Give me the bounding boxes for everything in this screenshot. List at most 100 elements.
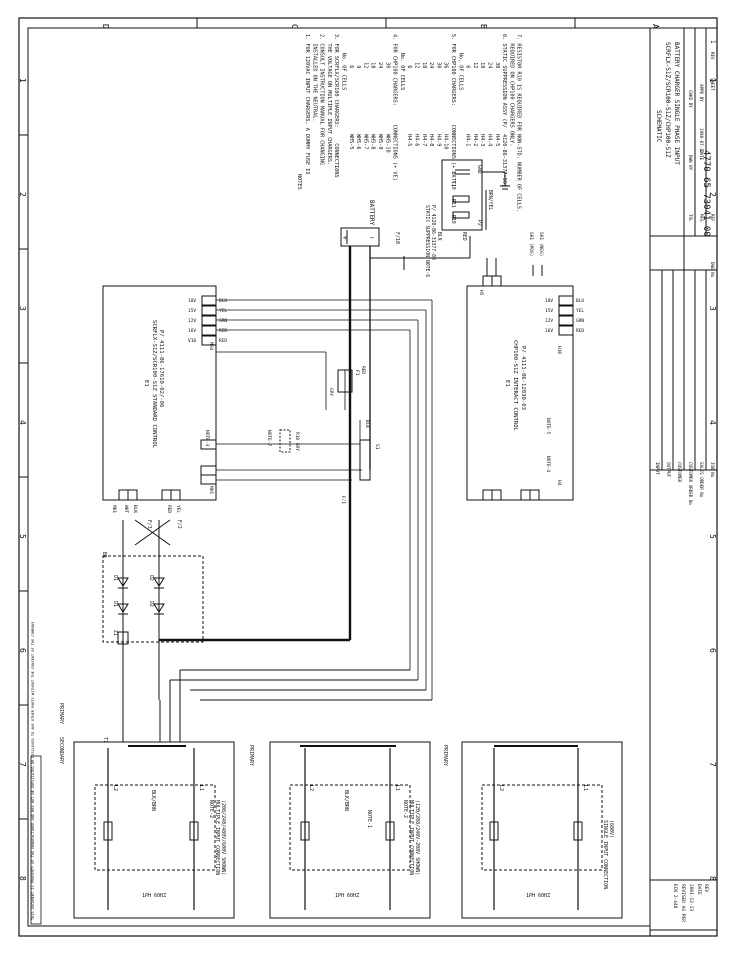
svg-text:1: 1 — [708, 78, 717, 83]
proprietary-notice: THIS DOCUMENT IS PROPERTY OF THE MANUFAC… — [31, 621, 35, 920]
svg-text:DWN BY: DWN BY — [688, 155, 693, 171]
note-line: 6 WH5-5 — [348, 34, 354, 150]
svg-text:NOTE-4: NOTE-4 — [545, 456, 551, 473]
left-control-board: E1 SCRFLX-S1Z/SCR100-S1Z STANDARD CONTRO… — [102, 285, 227, 513]
svg-text:NOTE-5: NOTE-5 — [545, 418, 551, 435]
control-wiring — [216, 299, 433, 700]
svg-text:D2: D2 — [148, 575, 154, 581]
svg-text:JOB No: JOB No — [710, 462, 715, 478]
battery-label: BATTERY — [368, 200, 375, 226]
output-terminal — [558, 325, 574, 336]
secondary-label: SECONDARY — [58, 737, 64, 764]
svg-text:F/1: F/1 — [340, 496, 346, 504]
drawing-title-line1: SCRFLX-S1Z/SCR100-S1Z/CHP100-S1Z — [664, 42, 671, 158]
svg-text:6: 6 — [18, 648, 27, 653]
svg-text:OUTPUT: OUTPUT — [666, 462, 671, 478]
svg-text:L1: L1 — [582, 785, 588, 791]
output-terminal — [558, 295, 574, 306]
svg-text:6: 6 — [708, 648, 717, 653]
right-board-designator: E1 — [504, 380, 510, 387]
svg-text:CHKD BY: CHKD BY — [688, 90, 693, 108]
svg-text:DATE: DATE — [696, 884, 702, 895]
svg-text:F/2: F/2 — [176, 520, 182, 529]
svg-text:L2: L2 — [112, 785, 118, 791]
svg-text:DWG No: DWG No — [710, 262, 715, 278]
battery: BATTERY + − — [340, 200, 380, 247]
svg-text:REV: REV — [703, 884, 709, 892]
svg-text:3: 3 — [708, 306, 717, 311]
left-board-designator: E1 — [143, 380, 149, 387]
output-voltage-label: 16V — [188, 328, 196, 334]
svg-text:7: 7 — [708, 762, 717, 767]
svg-text:H5: H5 — [478, 290, 484, 296]
svg-text:4: 4 — [18, 420, 27, 425]
svg-text:F/10: F/10 — [394, 232, 400, 244]
static-suppression-assy — [441, 159, 510, 231]
svg-text:RED: RED — [166, 505, 172, 513]
svg-text:3: 3 — [18, 306, 27, 311]
wire-color-label: RED — [576, 328, 584, 334]
svg-text:S1: S1 — [374, 444, 380, 450]
output-voltage-label: V10 — [188, 338, 196, 344]
svg-text:MH1: MH1 — [111, 505, 117, 513]
svg-text:REVISED AS PER: REVISED AS PER — [680, 884, 686, 922]
secondary-wiring — [122, 470, 432, 742]
note-line: 24 WH5-9 — [377, 34, 383, 150]
right-control-board: E1 CHP100-S1Z INTERACT CONTROL P/ 4111-8… — [466, 232, 584, 501]
output-terminal — [201, 295, 217, 306]
output-voltage-label: 12V — [545, 318, 553, 324]
wire-color-label: YEL — [576, 308, 584, 314]
svg-text:MFG: MFG — [699, 214, 704, 222]
output-voltage-label: 15V — [188, 308, 196, 314]
svg-text:RED: RED — [461, 232, 467, 241]
left-board-title: SCRFLX-S1Z/SCR100-S1Z STANDARD CONTROL — [151, 320, 157, 449]
svg-text:2: 2 — [18, 192, 27, 197]
svg-text:(120/208/240V-208V SHOWN): (120/208/240V-208V SHOWN) — [414, 800, 420, 875]
svg-text:TOL: TOL — [688, 214, 693, 222]
svg-text:BR: BR — [101, 552, 107, 558]
note-line: 36 H4-10 — [443, 34, 449, 150]
left-input-title: MULTIPLE INPUT CONNECTION — [214, 800, 220, 875]
note-line: No. OF CELLS — [457, 34, 463, 90]
svg-text:P2: P2 — [476, 220, 482, 226]
svg-text:REF: REF — [710, 214, 715, 222]
svg-text:MH1: MH1 — [208, 486, 214, 494]
note-line: 1. FOR 120VAC INPUT CHARGERS, A DUMMY FU… — [304, 34, 310, 175]
svg-text:1PH 60HZ: 1PH 60HZ — [335, 893, 359, 899]
suppression-label: STATIC SUPPRESSION NOTE-6 — [424, 205, 430, 277]
svg-text:D1: D1 — [112, 601, 118, 607]
svg-text:L1: L1 — [198, 785, 204, 791]
svg-text:(600V): (600V) — [608, 820, 614, 838]
svg-text:8: 8 — [18, 876, 27, 881]
output-terminal — [201, 305, 217, 316]
note-line: 12 H4-6 — [414, 34, 420, 146]
svg-text:5: 5 — [708, 534, 717, 539]
svg-text:SH1 (POS): SH1 (POS) — [528, 232, 534, 256]
note-line: 24 H4-4 — [487, 34, 493, 146]
note-line: 9 WH5-6 — [355, 34, 361, 150]
svg-text:R11: R11 — [450, 199, 456, 208]
svg-text:L2: L2 — [308, 785, 314, 791]
svg-text:CUSTOMER ORDER No: CUSTOMER ORDER No — [688, 462, 693, 505]
svg-text:NOTE-1: NOTE-1 — [366, 810, 372, 828]
transformer-left — [73, 741, 235, 919]
note-line: THE VOLTAGE ON MULTIPLE INPUT CHARGERS. — [326, 34, 332, 165]
svg-text:C10: C10 — [450, 181, 456, 190]
svg-text:NOTE-3: NOTE-3 — [204, 430, 210, 447]
zone-label: B — [479, 24, 488, 29]
svg-text:2001-12-13: 2001-12-13 — [688, 884, 694, 911]
svg-text:1: 1 — [18, 78, 27, 83]
note-line: No. OF CELLS — [341, 34, 347, 90]
svg-text:SALES ORDER No: SALES ORDER No — [699, 462, 704, 498]
svg-text:2: 2 — [708, 192, 717, 197]
note-line: 6 H4-5 — [406, 34, 412, 146]
svg-text:8: 8 — [708, 876, 717, 881]
bridge-rectifier — [102, 519, 204, 700]
suppression-part-number: P/ 4120-86-31377-00 — [430, 205, 436, 260]
svg-text:D2: D2 — [148, 601, 154, 607]
note-line: 6 H4-1 — [465, 34, 471, 146]
transformer-right — [461, 741, 623, 919]
svg-text:(208/240/480V/600V SHOWN): (208/240/480V/600V SHOWN) — [220, 800, 226, 875]
zone-label: D — [101, 24, 110, 29]
